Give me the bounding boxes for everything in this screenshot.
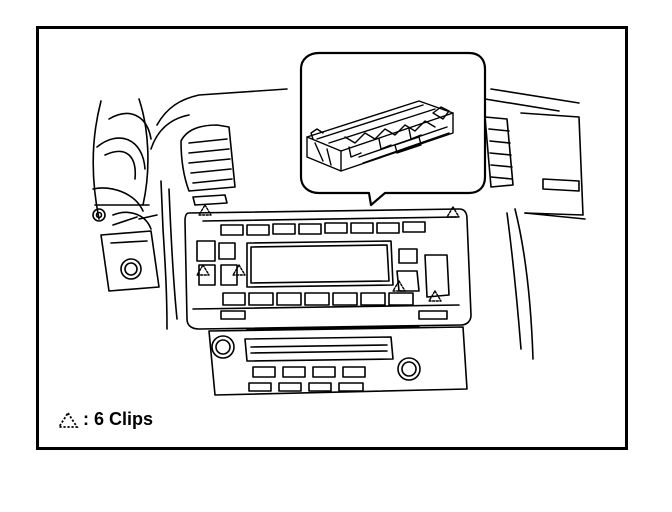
clip-marker-icon bbox=[57, 410, 79, 428]
clip-marker-icon bbox=[428, 290, 442, 302]
clip-marker-icon bbox=[392, 280, 406, 292]
clip-marker-icon bbox=[198, 204, 212, 216]
clip-marker-icon bbox=[232, 264, 246, 276]
legend-text: : 6 Clips bbox=[83, 409, 154, 429]
figure-frame: : 6 Clips bbox=[36, 26, 628, 450]
callout-bubble bbox=[299, 51, 487, 207]
instrument-cluster bbox=[92, 98, 158, 230]
dashboard-illustration bbox=[92, 51, 586, 396]
dashboard-bezel bbox=[150, 88, 580, 360]
left-lower-panel bbox=[100, 230, 160, 292]
clip-marker-icon bbox=[446, 206, 460, 218]
clip-markers bbox=[196, 204, 460, 302]
clip-marker-icon bbox=[196, 264, 210, 276]
right-air-vent bbox=[484, 116, 514, 188]
lower-console bbox=[208, 326, 468, 396]
control-panel bbox=[184, 208, 472, 330]
right-dash-compartment bbox=[520, 112, 586, 220]
legend: : 6 Clips bbox=[57, 409, 153, 430]
removed-panel-unit bbox=[306, 100, 454, 172]
left-air-vent bbox=[180, 124, 236, 206]
